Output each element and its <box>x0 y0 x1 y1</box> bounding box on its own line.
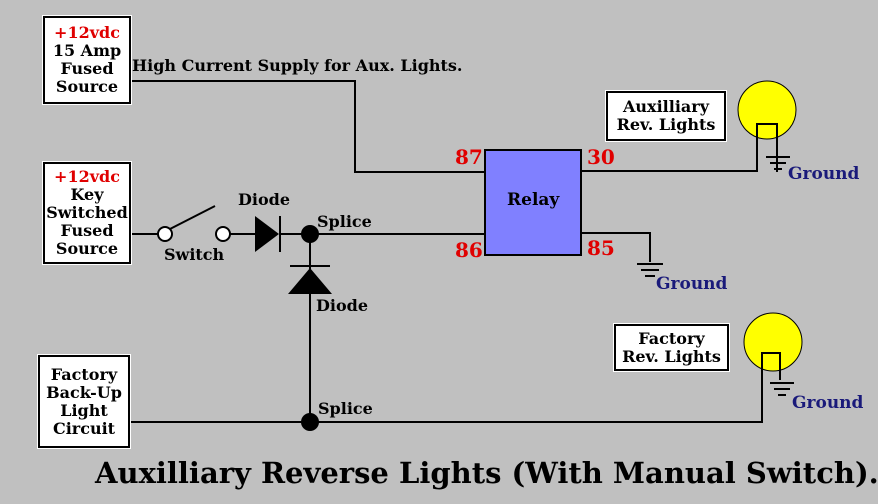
relay-pin-87: 87 <box>455 145 483 169</box>
ground-label-factory: Ground <box>792 393 864 413</box>
splice-top-dot <box>301 225 319 243</box>
key-source-line4: Fused <box>60 221 114 240</box>
backup-circuit-box: Factory Back-Up Light Circuit <box>38 355 130 448</box>
switch-terminal-right <box>215 226 231 242</box>
pin85-wire <box>582 232 651 262</box>
backup-line2: Back-Up <box>46 382 122 402</box>
backup-line4: Circuit <box>52 418 116 438</box>
backup-line1: Factory <box>50 364 118 384</box>
splice-bottom-label: Splice <box>318 399 373 418</box>
key-source-line5: Source <box>55 239 119 258</box>
key-source-box: +12vdc Key Switched Fused Source <box>43 162 131 264</box>
fused-source-line3: Fused <box>60 59 114 78</box>
relay-label: Relay <box>507 190 560 210</box>
factory-lights-line2: Rev. Lights <box>622 346 721 366</box>
key-source-line3: Switched <box>46 203 128 222</box>
aux-lights-line1: Auxilliary <box>623 97 709 116</box>
diode-vertical-icon <box>288 268 332 294</box>
splice-bottom-dot <box>301 413 319 431</box>
key-source-line2: Key <box>70 185 104 204</box>
fused-source-box: +12vdc 15 Amp Fused Source <box>43 16 131 104</box>
supply-wire <box>130 80 485 173</box>
factory-lights-line1: Factory <box>638 328 705 348</box>
fused-source-line4: Source <box>55 77 119 96</box>
relay-pin-85: 85 <box>587 236 615 260</box>
relay-pin-86: 86 <box>455 238 483 262</box>
aux-lights-box: Auxilliary Rev. Lights <box>606 91 726 141</box>
diode-top-icon <box>255 216 279 252</box>
key-source-voltage: +12vdc <box>54 167 120 186</box>
splice-top-label: Splice <box>317 212 372 231</box>
diode-top-label: Diode <box>238 190 290 209</box>
ground-label-aux: Ground <box>788 164 860 184</box>
switch-terminal-left <box>157 226 173 242</box>
fused-source-line2: 15 Amp <box>52 41 122 60</box>
factory-ground-symbol <box>770 382 794 396</box>
factory-lights-box: Factory Rev. Lights <box>614 324 729 371</box>
switch-label: Switch <box>164 245 225 264</box>
relay-ground-symbol <box>637 263 663 277</box>
aux-lights-line2: Rev. Lights <box>616 115 716 134</box>
supply-label: High Current Supply for Aux. Lights. <box>132 56 463 75</box>
ground-symbols <box>637 156 794 396</box>
diagram-title: Auxilliary Reverse Lights (With Manual S… <box>95 456 878 490</box>
relay-pin-30: 30 <box>587 145 615 169</box>
relay-body <box>484 149 582 256</box>
ground-label-relay: Ground <box>656 274 728 294</box>
aux-ground-symbol <box>766 156 790 170</box>
switch-lever <box>167 205 216 231</box>
fused-source-voltage: +12vdc <box>54 23 120 42</box>
backup-line3: Light <box>60 400 108 420</box>
factory-lamp-icon <box>743 312 803 372</box>
aux-lamp-icon <box>737 80 797 140</box>
diode-vertical-label: Diode <box>316 296 368 315</box>
